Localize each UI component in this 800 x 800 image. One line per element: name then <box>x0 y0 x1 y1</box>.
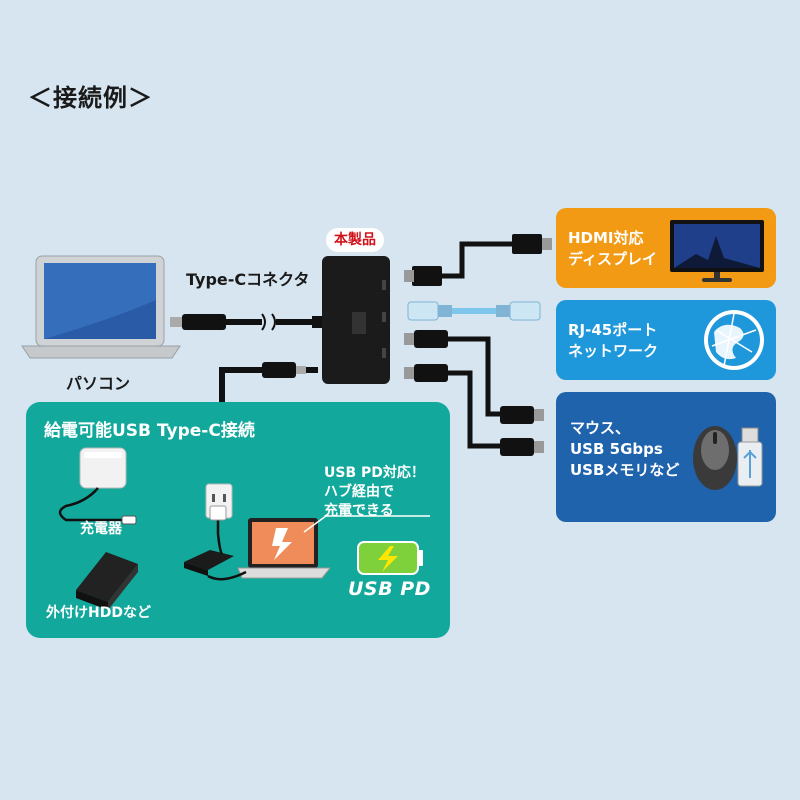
hdmi-display-label: HDMI対応 ディスプレイ <box>568 229 657 268</box>
type-c-plug-pd <box>262 362 296 378</box>
monitor-icon <box>670 220 764 282</box>
charger-icon <box>58 447 137 525</box>
callout-line <box>303 515 430 533</box>
usb-stick-icon <box>737 427 763 487</box>
battery-charging-icon <box>357 541 423 575</box>
page-title: ＜接続例＞ <box>28 84 153 112</box>
type-c-plug-tip <box>296 366 306 374</box>
usb-cables <box>404 330 544 456</box>
type-c-connector-label: Type-Cコネクタ <box>186 270 310 289</box>
usb-pd-callout: USB PD対応！ ハブ経由で 充電できる <box>324 465 425 519</box>
hdmi-display-panel: HDMI対応 ディスプレイ <box>556 208 776 288</box>
usb-devices-panel: マウス、 USB 5Gbps USBメモリなど <box>556 392 776 522</box>
hdd-label: 外付けHDDなど <box>46 605 151 621</box>
usb-pd-logo: USB PD <box>348 578 431 600</box>
globe-network-icon <box>704 310 764 370</box>
laptop-label: パソコン <box>66 374 131 393</box>
laptop-icon <box>21 255 181 359</box>
usb-pd-section: 給電可能USB Type-C接続 <box>26 402 450 638</box>
product-badge: 本製品 <box>326 228 384 252</box>
hub-small-icon <box>184 533 234 576</box>
usb-device-icons <box>693 426 763 490</box>
network-panel: RJ-45ポート ネットワーク <box>556 300 776 380</box>
usb-devices-label: マウス、 USB 5Gbps USBメモリなど <box>570 419 680 479</box>
hub-device <box>322 256 390 384</box>
pd-section-graphics <box>58 447 430 610</box>
type-c-cable <box>170 313 322 331</box>
usb-pd-section-title: 給電可能USB Type-C接続 <box>44 421 255 441</box>
wall-outlet-icon <box>205 483 233 534</box>
external-hdd-icon <box>76 552 138 610</box>
lan-cable <box>407 301 541 321</box>
network-label: RJ-45ポート ネットワーク <box>568 321 659 360</box>
hdmi-cable <box>404 234 552 286</box>
laptop-charging-icon <box>207 518 332 581</box>
charger-label: 充電器 <box>80 521 122 537</box>
mouse-icon <box>693 426 737 490</box>
